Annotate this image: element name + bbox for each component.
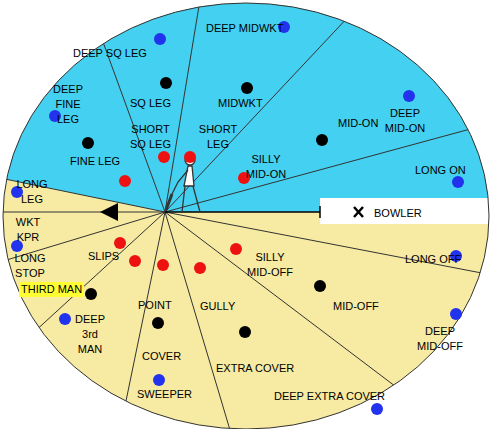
position-name: SHORT SQ LEG xyxy=(128,122,173,152)
position-name: MID-OFF xyxy=(333,299,379,314)
position-name: DEEP EXTRA COVER xyxy=(274,389,385,404)
position-name: SLIPS xyxy=(88,249,119,264)
deep-fielders xyxy=(11,21,464,415)
position-name: SILLY MID-ON xyxy=(241,152,291,182)
position-name: MID-ON xyxy=(338,116,378,131)
position-name: LONG ON xyxy=(415,163,466,178)
pitch-line xyxy=(165,211,320,213)
position-name: POINT xyxy=(138,298,172,313)
position-name: MIDWKT xyxy=(218,96,263,111)
position-name: SHORT LEG xyxy=(198,122,238,152)
position-name: FINE LEG xyxy=(70,154,120,169)
position-name: EXTRA COVER xyxy=(216,361,294,376)
crease-mark xyxy=(319,206,321,218)
highlighted-position: THIRD MAN xyxy=(19,282,84,297)
pitch-strip xyxy=(320,198,492,224)
keeper-symbol xyxy=(100,203,118,221)
position-name: THIRD MAN xyxy=(21,283,82,295)
position-name: GULLY xyxy=(200,299,235,314)
ring-fielders xyxy=(82,77,328,338)
position-name: WKT KPR xyxy=(12,215,44,245)
position-name: SQ LEG xyxy=(130,96,171,111)
leg-side-ground xyxy=(0,0,492,212)
close-fielders xyxy=(114,151,250,274)
position-name: SILLY MID-OFF xyxy=(245,250,295,280)
boundary xyxy=(3,3,489,429)
position-name: SWEEPER xyxy=(137,387,192,402)
position-name: DEEP 3rd MAN xyxy=(72,312,108,357)
position-name: DEEP MID-ON xyxy=(380,106,430,136)
position-name: COVER xyxy=(142,349,181,364)
position-name: LONG OFF xyxy=(405,252,461,267)
batsman-figure xyxy=(166,155,200,212)
position-name: DEEP SQ LEG xyxy=(73,46,147,61)
position-name: LONG STOP xyxy=(10,251,50,281)
position-name: BOWLER xyxy=(374,206,422,221)
position-name: DEEP MID-OFF xyxy=(415,324,465,354)
position-name: DEEP FINE LEG xyxy=(50,82,86,127)
bowler-mark xyxy=(354,207,363,217)
position-name: DEEP MIDWKT xyxy=(206,21,283,36)
position-name: LONG LEG xyxy=(14,177,50,207)
